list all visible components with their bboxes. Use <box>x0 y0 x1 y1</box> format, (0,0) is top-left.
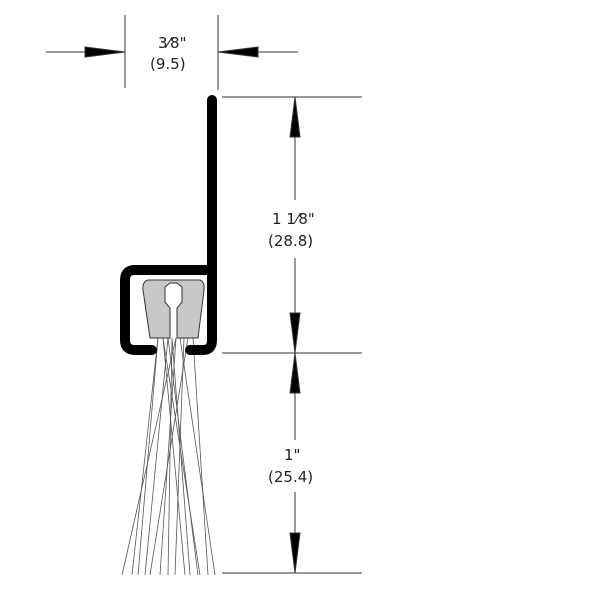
arrow-down-icon <box>289 532 301 574</box>
arrow-down-icon <box>289 312 301 354</box>
brush-bristles <box>121 337 216 576</box>
brush-metric-label: (25.4) <box>268 468 313 486</box>
flange-imperial-label: 1 1⁄8" <box>272 210 315 228</box>
bristle-line <box>167 337 173 576</box>
flange-metric-label: (28.8) <box>268 232 313 250</box>
arrow-left-icon <box>217 46 259 58</box>
height-dimensions <box>222 96 362 574</box>
width-dimension <box>46 15 298 90</box>
arrow-right-icon <box>84 46 126 58</box>
arrow-up-icon <box>289 352 301 394</box>
bristle-line <box>167 337 199 576</box>
bristle-line <box>174 337 185 576</box>
bristle-line <box>171 337 191 576</box>
bristle-insert <box>142 279 205 339</box>
bristle-line <box>144 337 169 576</box>
brush-imperial-label: 1" <box>284 446 300 464</box>
bristle-line <box>137 337 159 576</box>
bristle-line <box>179 337 216 576</box>
holder-profile <box>120 95 217 355</box>
bristle-line <box>149 337 189 576</box>
arrow-up-icon <box>289 96 301 138</box>
width-metric-label: (9.5) <box>150 55 186 73</box>
bristle-line <box>121 337 177 576</box>
bristle-line <box>192 337 209 576</box>
bristle-line <box>162 337 201 576</box>
bristle-line <box>131 337 159 576</box>
width-imperial-label: 3⁄8" <box>158 34 187 52</box>
